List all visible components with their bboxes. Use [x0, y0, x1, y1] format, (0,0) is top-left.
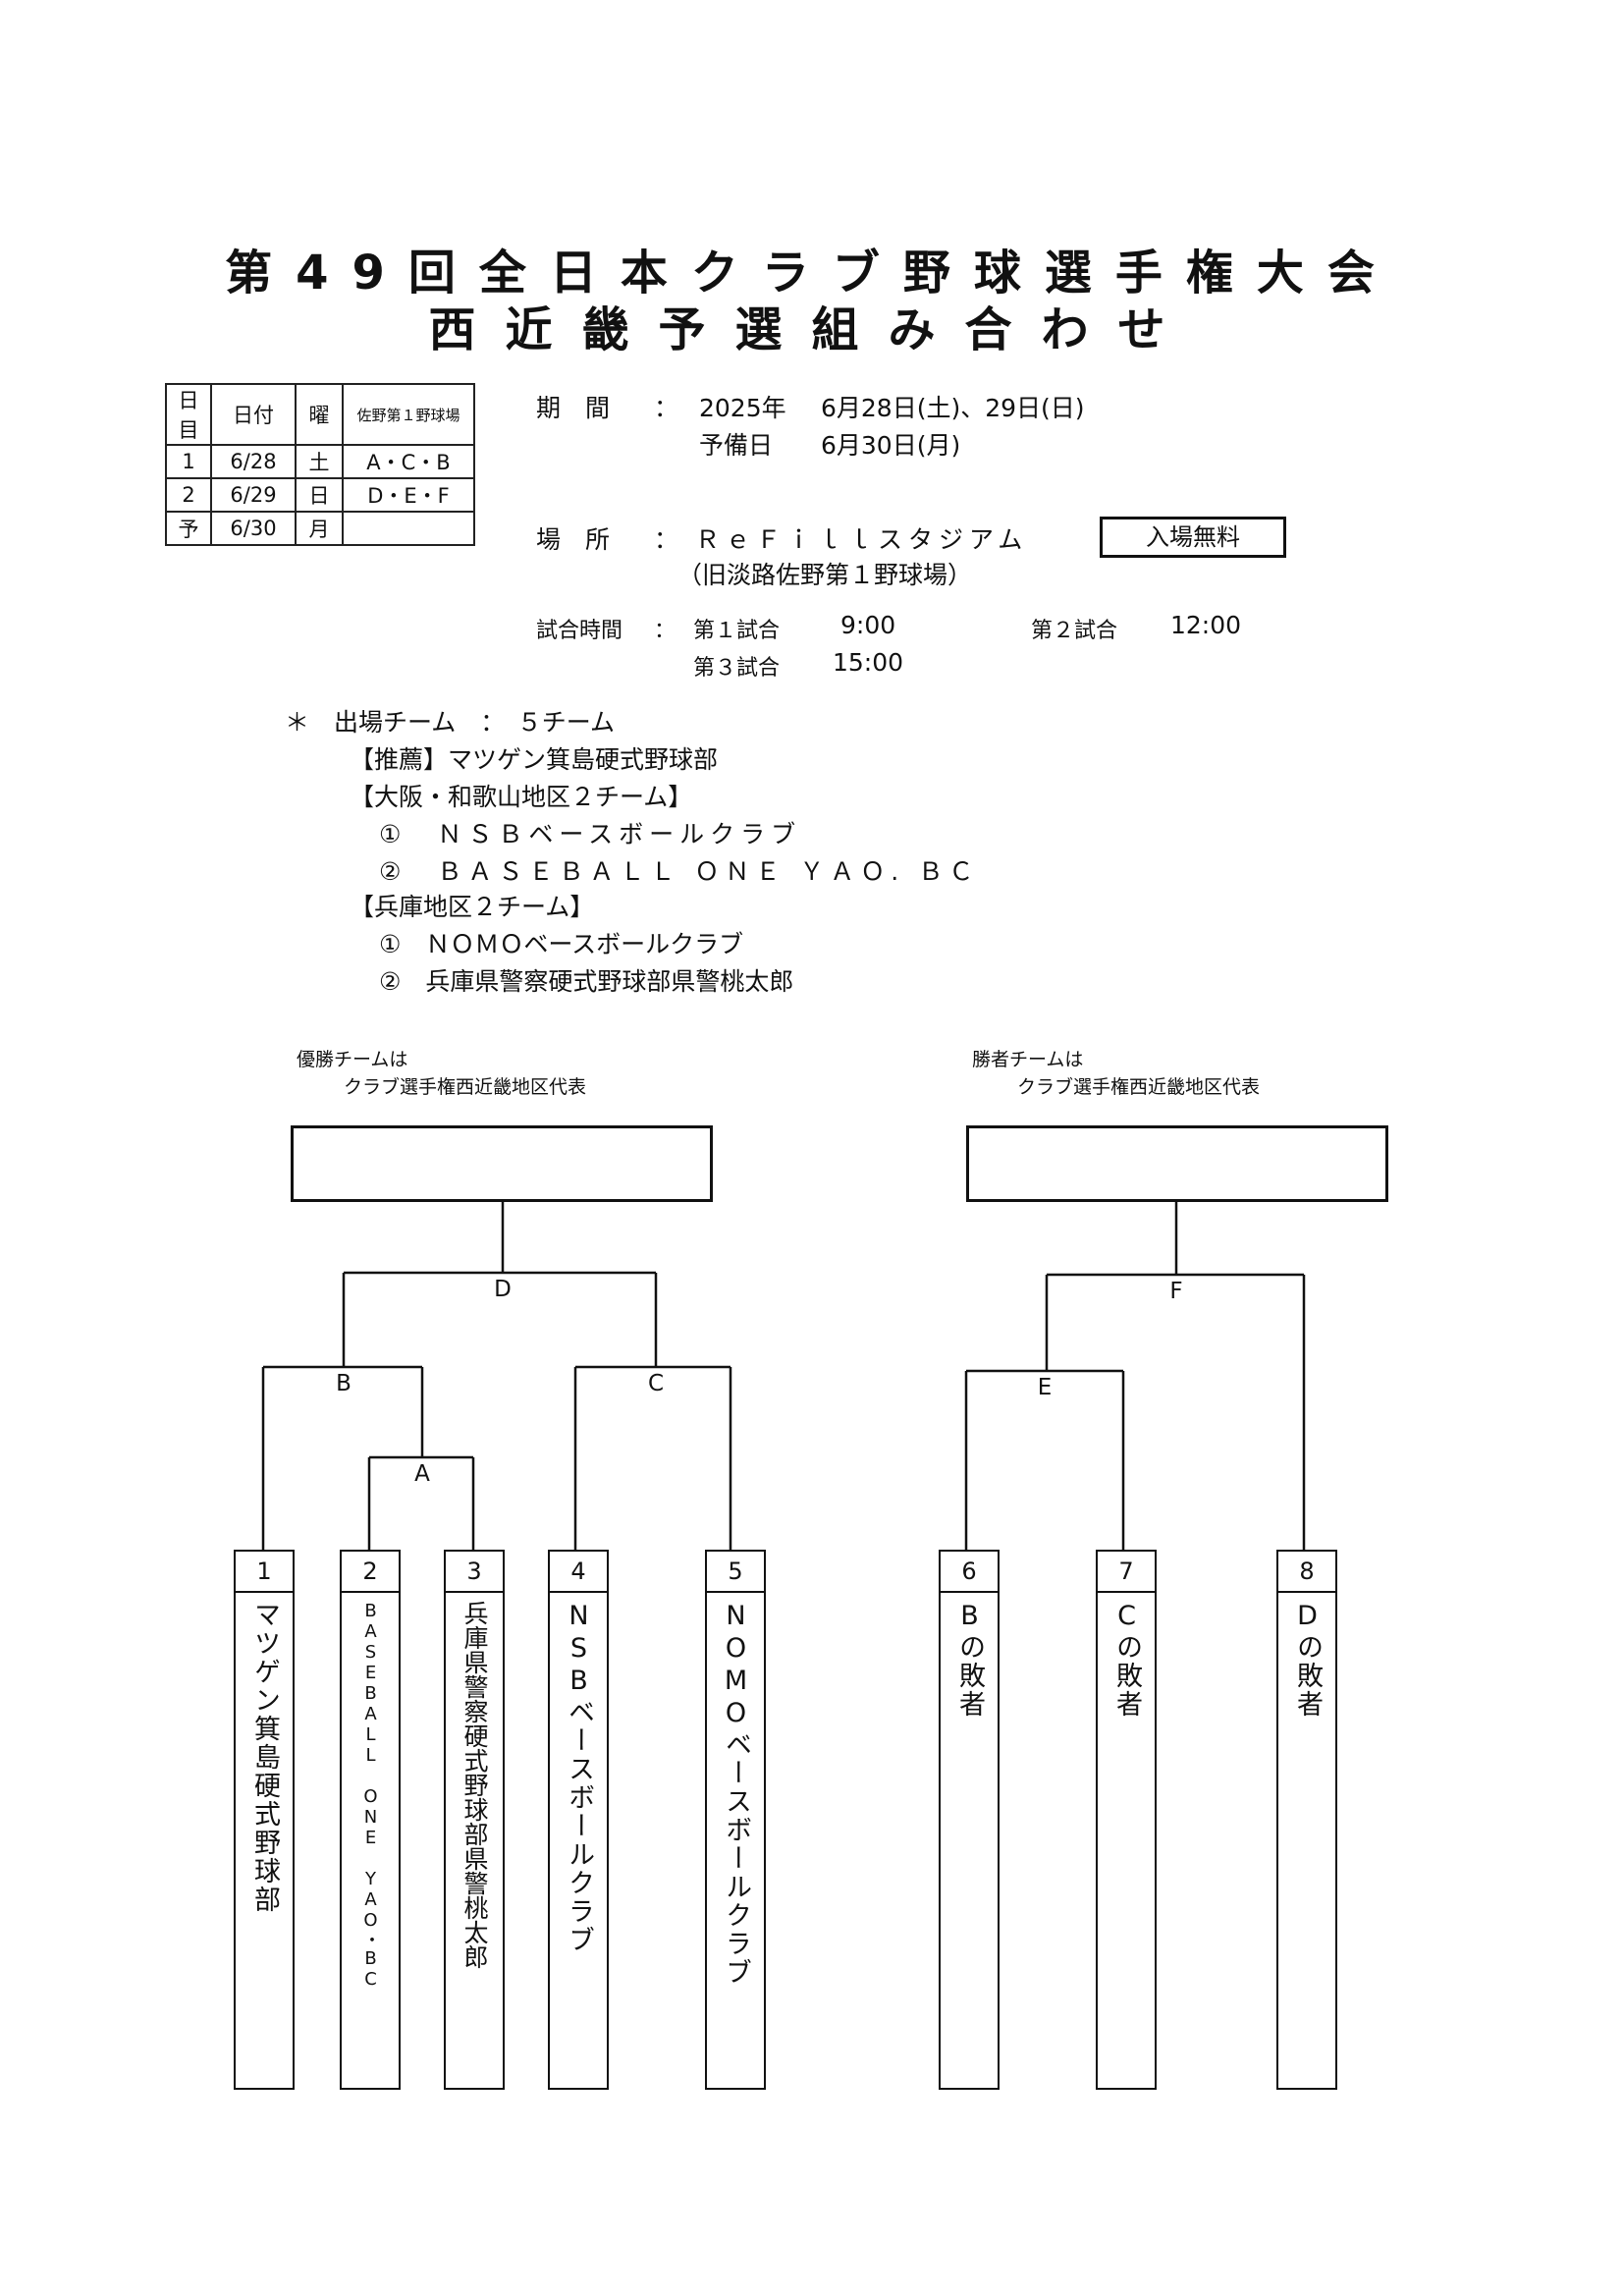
bracket-slot-3: 3 兵庫県警察硬式野球部県警桃太郎 — [444, 1550, 505, 2090]
slot-number: 3 — [446, 1552, 503, 1593]
period-label: 期 間 — [536, 394, 611, 422]
times-label: 試合時間 — [536, 619, 623, 643]
slot-number: 4 — [550, 1552, 607, 1593]
slot-team-name: Cの敗者 — [1111, 1601, 1142, 1719]
right-winner-box — [966, 1125, 1388, 1202]
schedule-cell: 予 — [165, 511, 212, 546]
venue-former-name: （旧淡路佐野第１野球場） — [677, 561, 973, 589]
match-label-d: D — [494, 1277, 512, 1302]
game1-label: 第１試合 — [693, 619, 781, 643]
left-bracket-note-2: クラブ選手権西近畿地区代表 — [344, 1076, 587, 1098]
slot-number: 6 — [941, 1552, 998, 1593]
game2-label: 第２試合 — [1031, 619, 1118, 643]
teams-hyogo-1: ① ＮＯＭＯベースボールクラブ — [379, 930, 744, 958]
teams-header: ＊ 出場チーム ： ５チーム — [285, 708, 616, 737]
match-label-f: F — [1169, 1279, 1183, 1304]
schedule-row: 1 6/28 土 A・C・B — [165, 444, 475, 479]
game3-time: 15:00 — [833, 648, 904, 677]
schedule-cell: D・E・F — [342, 477, 475, 513]
teams-osaka-2: ② ＢＡＳＥＢＡＬＬ ＯＮＥ ＹＡＯ. ＢＣ — [379, 857, 980, 886]
venue-name: ＲｅＦｉｌｌスタジアム — [695, 525, 1029, 554]
bracket-line-final-d — [342, 1202, 658, 1367]
schedule-cell: 1 — [165, 444, 212, 479]
schedule-cell: 6/28 — [210, 444, 297, 479]
match-label-a: A — [414, 1461, 430, 1487]
slot-team-name: BASEBALL ONE YAO・BC — [360, 1601, 381, 1990]
period-colon: ： — [654, 394, 679, 422]
slot-team-name: 兵庫県警察硬式野球部県警桃太郎 — [460, 1601, 489, 1969]
times-colon: ： — [654, 619, 676, 643]
bracket-slot-4: 4 NSBベースボールクラブ — [548, 1550, 609, 2090]
bracket-slot-6: 6 Bの敗者 — [939, 1550, 1000, 2090]
right-bracket-note-1: 勝者チームは — [972, 1049, 1084, 1070]
slot-number: 2 — [342, 1552, 399, 1593]
schedule-cell: 月 — [295, 511, 344, 546]
bracket-line-c — [573, 1365, 732, 1550]
reserve-label: 予備日 — [699, 431, 774, 460]
schedule-header-weekday: 曜 — [295, 383, 344, 446]
reserve-date: 6月30日(月) — [821, 431, 961, 460]
schedule-cell: 土 — [295, 444, 344, 479]
schedule-row: 2 6/29 日 D・E・F — [165, 477, 475, 513]
bracket-slot-7: 7 Cの敗者 — [1096, 1550, 1157, 2090]
schedule-header-date: 日付 — [210, 383, 297, 446]
teams-hyogo-2: ② 兵庫県警察硬式野球部県警桃太郎 — [379, 967, 794, 996]
bracket-line-a — [367, 1455, 475, 1550]
slot-team-name: Bの敗者 — [954, 1601, 985, 1719]
slot-team-name: NOMOベースボールクラブ — [721, 1601, 751, 1987]
left-bracket-note-1: 優勝チームは — [297, 1049, 408, 1070]
schedule-table: 日目 日付 曜 佐野第１野球場 1 6/28 土 A・C・B 2 6/29 日 … — [165, 383, 475, 546]
game3-label: 第３試合 — [693, 656, 781, 681]
right-bracket-note-2: クラブ選手権西近畿地区代表 — [1017, 1076, 1261, 1098]
slot-team-name: Dの敗者 — [1292, 1601, 1323, 1719]
slot-team-name: NSBベースボールクラブ — [564, 1601, 594, 1954]
match-label-c: C — [647, 1371, 665, 1396]
slot-number: 8 — [1278, 1552, 1335, 1593]
bracket-line-final-f — [1045, 1202, 1306, 1550]
period-year: 2025年 — [699, 394, 786, 422]
schedule-header-row: 日目 日付 曜 佐野第１野球場 — [165, 383, 475, 446]
bracket-line-b — [261, 1365, 424, 1550]
schedule-cell — [342, 511, 475, 546]
page-subtitle: 西近畿予選組み合わせ — [428, 302, 1195, 357]
teams-recommend: 【推薦】マツゲン箕島硬式野球部 — [350, 745, 719, 774]
venue-colon: ： — [654, 525, 679, 554]
schedule-row: 予 6/30 月 — [165, 511, 475, 546]
bracket-slot-8: 8 Dの敗者 — [1276, 1550, 1337, 2090]
schedule-cell: A・C・B — [342, 444, 475, 479]
bracket-slot-2: 2 BASEBALL ONE YAO・BC — [340, 1550, 401, 2090]
schedule-header-venue: 佐野第１野球場 — [342, 383, 475, 446]
period-dates: 6月28日(土)、29日(日) — [821, 394, 1085, 422]
schedule-cell: 日 — [295, 477, 344, 513]
match-label-b: B — [336, 1371, 352, 1396]
bracket-slot-5: 5 NOMOベースボールクラブ — [705, 1550, 766, 2090]
left-winner-box — [291, 1125, 713, 1202]
match-label-e: E — [1037, 1375, 1053, 1400]
bracket-slot-1: 1 マツゲン箕島硬式野球部 — [234, 1550, 295, 2090]
slot-number: 5 — [707, 1552, 764, 1593]
admission-free-badge: 入場無料 — [1100, 517, 1286, 558]
schedule-cell: 6/30 — [210, 511, 297, 546]
slot-number: 1 — [236, 1552, 293, 1593]
game1-time: 9:00 — [840, 611, 896, 639]
teams-osaka-1: ① ＮＳＢベースボールクラブ — [379, 820, 802, 848]
schedule-header-day: 日目 — [165, 383, 212, 446]
game2-time: 12:00 — [1170, 611, 1242, 639]
teams-osaka-header: 【大阪・和歌山地区２チーム】 — [350, 783, 693, 811]
bracket-line-e — [964, 1369, 1125, 1550]
schedule-cell: 2 — [165, 477, 212, 513]
slot-team-name: マツゲン箕島硬式野球部 — [249, 1601, 280, 1914]
slot-number: 7 — [1098, 1552, 1155, 1593]
schedule-cell: 6/29 — [210, 477, 297, 513]
teams-hyogo-header: 【兵庫地区２チーム】 — [350, 893, 595, 921]
page-title: 第49回全日本クラブ野球選手権大会 — [225, 246, 1398, 301]
venue-label: 場 所 — [536, 525, 611, 554]
